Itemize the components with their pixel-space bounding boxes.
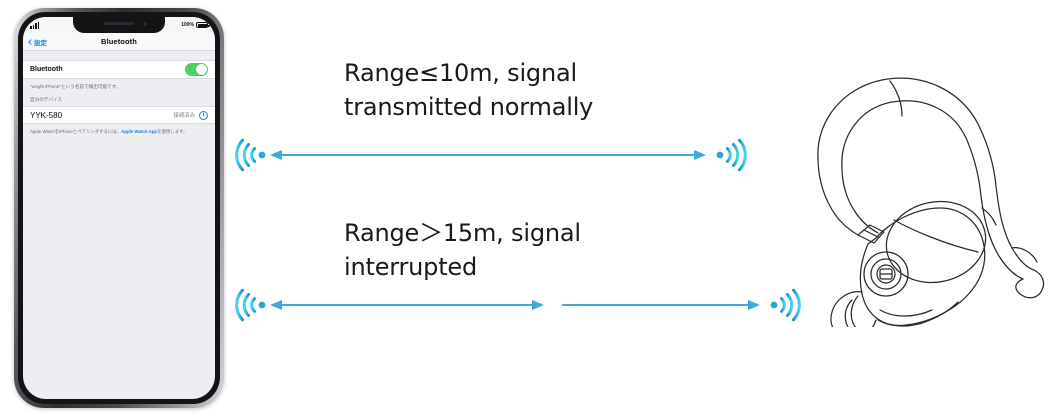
battery-icon — [196, 22, 210, 28]
front-camera-icon — [143, 22, 147, 26]
back-button[interactable]: 設定 — [28, 37, 47, 47]
broken-arrow-with-gap — [270, 300, 760, 310]
connection-link-interrupted — [235, 288, 801, 322]
battery-percent-label: 100% — [181, 22, 194, 28]
range-caption-interrupted: Range＞15m, signal interrupted — [344, 219, 581, 282]
device-list-item[interactable]: YYK-580 接続済み i — [23, 106, 215, 125]
device-name: YYK-580 — [30, 110, 63, 120]
device-row-right: 接続済み i — [173, 110, 208, 120]
bluetooth-settings-list: Bluetooth "wngf5 iPhone"という名前で検出可能です。 自分… — [23, 51, 215, 141]
back-button-label: 設定 — [34, 39, 47, 47]
wireless-earbud-illustration — [817, 77, 1045, 327]
signal-waves-right-icon — [770, 288, 801, 322]
my-devices-section-header: 自分のデバイス — [30, 97, 63, 103]
apple-watch-app-link[interactable]: Apple Watch App — [121, 129, 158, 135]
iphone-mockup: 100% 設定 Bluetooth Bluetooth — [14, 8, 224, 408]
info-circle-icon[interactable]: i — [199, 110, 208, 120]
nav-bar: 設定 Bluetooth — [23, 33, 215, 51]
bluetooth-label: Bluetooth — [30, 66, 63, 73]
page-title: Bluetooth — [101, 37, 137, 46]
bluetooth-toggle-row[interactable]: Bluetooth — [23, 60, 215, 79]
range-caption-connected: Range≤10m, signal transmitted normally — [344, 59, 594, 122]
phone-frame: 100% 設定 Bluetooth Bluetooth — [14, 8, 224, 408]
signal-waves-right-icon — [716, 138, 747, 172]
cellular-bars-icon — [30, 21, 39, 29]
phone-bezel: 100% 設定 Bluetooth Bluetooth — [18, 12, 220, 404]
phone-screen: 100% 設定 Bluetooth Bluetooth — [23, 17, 215, 399]
discoverable-note: "wngf5 iPhone"という名前で検出可能です。 — [30, 84, 121, 89]
signal-waves-left-icon — [235, 138, 266, 172]
phone-notch — [73, 17, 165, 33]
apple-watch-footnote: Apple WatchをiPhoneとペアリングするには、Apple Watch… — [23, 124, 215, 141]
earpiece-speaker-icon — [104, 22, 134, 25]
double-headed-arrow — [270, 150, 706, 160]
signal-waves-left-icon — [235, 288, 266, 322]
footnote-tail: を使用します。 — [157, 129, 188, 135]
device-status-label: 接続済み — [173, 113, 195, 120]
footnote-text: Apple WatchをiPhoneとペアリングするには、 — [30, 129, 122, 135]
bluetooth-toggle-switch[interactable] — [185, 63, 208, 76]
connection-link-connected — [235, 138, 747, 172]
status-bar-right: 100% — [181, 22, 210, 28]
